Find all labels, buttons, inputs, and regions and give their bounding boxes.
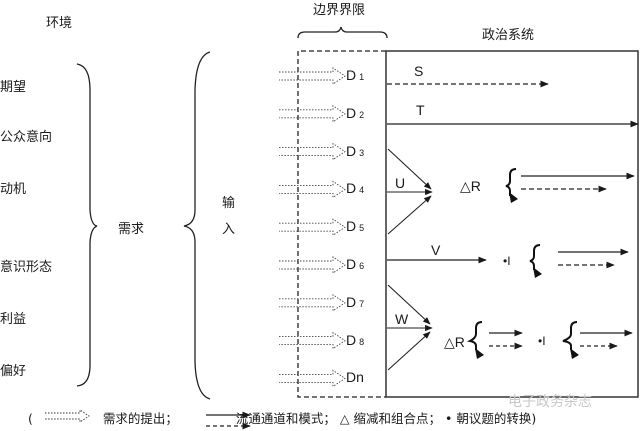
demand-input-arrow xyxy=(279,180,346,199)
demand-label-subscript: 8 xyxy=(359,336,365,347)
boundary-heading: 边界界限 xyxy=(313,3,366,18)
demand-input-arrow xyxy=(279,256,346,274)
env-item: 期望 xyxy=(0,80,27,95)
demand-label: 需求 xyxy=(118,222,145,237)
channel-w-label: W xyxy=(395,311,409,327)
demand-label-subscript: 7 xyxy=(359,298,365,309)
demand-label-subscript: 3 xyxy=(359,147,365,158)
legend-reduction: 缩减和组合点； xyxy=(353,411,441,426)
legend-hollow-arrow-icon xyxy=(45,409,90,423)
demand-label: Dn xyxy=(346,369,364,385)
channel-u-arrow xyxy=(387,195,432,235)
env-item: 公众意向 xyxy=(0,130,53,145)
input-label-2: 入 xyxy=(222,222,236,237)
reduction-label-w: △R xyxy=(444,334,465,350)
legend-demand-input: 需求的提出； xyxy=(102,411,178,426)
split-brace xyxy=(466,321,483,350)
input-label-1: 输 xyxy=(222,196,236,211)
demand-label-subscript: 4 xyxy=(359,185,365,196)
split-brace xyxy=(529,244,541,270)
demand-label-base: D xyxy=(346,104,357,121)
demand-arrows xyxy=(279,67,346,388)
demand-label-base: D xyxy=(346,67,357,83)
demand-input-arrow xyxy=(279,293,346,312)
demand-label-base: D xyxy=(346,293,357,310)
channel-w-arrow xyxy=(387,284,431,325)
issue-label-w: •I xyxy=(538,334,546,348)
legend-channels: 流通通道和模式； xyxy=(235,411,336,426)
env-item: 意识形态 xyxy=(0,260,53,275)
channel-u-arrow xyxy=(387,148,432,190)
env-item: 动机 xyxy=(0,182,27,197)
legend: ( 需求的提出； 流通通道和模式； △ 缩减和组合点； • 朝议题的转换) xyxy=(28,408,536,427)
environment-heading: 环境 xyxy=(46,16,73,31)
political-system-heading: 政治系统 xyxy=(482,28,535,43)
demand-input-arrow xyxy=(279,369,346,388)
demand-label-base: D xyxy=(346,180,357,197)
demand-label-subscript: 6 xyxy=(359,261,365,271)
boundary-brace xyxy=(297,26,388,39)
demand-input-arrow xyxy=(279,218,346,237)
demand-brace xyxy=(76,63,98,387)
legend-reduction-symbol: △ xyxy=(339,411,350,426)
channel-w-arrow xyxy=(387,331,431,371)
demand-label-base: D xyxy=(346,256,357,272)
political-system-box xyxy=(385,50,639,398)
input-brace xyxy=(183,51,211,400)
demand-label-subscript: 2 xyxy=(359,109,365,120)
demand-input-arrow xyxy=(279,142,346,161)
demand-input-arrow xyxy=(279,67,346,85)
channel-t-label: T xyxy=(416,102,425,118)
legend-issue: 朝议题的转换 xyxy=(456,411,532,426)
legend-close-paren: ) xyxy=(531,411,537,426)
split-brace xyxy=(505,168,517,196)
channel-s-label: S xyxy=(414,63,424,79)
demand-label-subscript: 1 xyxy=(359,72,365,82)
channel-v-label: V xyxy=(431,242,441,258)
legend-issue-symbol: • xyxy=(444,411,453,426)
demand-label-base: Dn xyxy=(346,369,364,386)
demand-label-base: D xyxy=(346,218,357,235)
issue-label-v: •I xyxy=(503,254,511,268)
env-item: 利益 xyxy=(0,312,27,327)
boundary-box xyxy=(297,50,386,398)
demand-label-subscript: 5 xyxy=(359,223,365,234)
split-brace xyxy=(562,321,578,350)
demand-label-base: D xyxy=(346,142,357,159)
demand-label-base: D xyxy=(346,331,357,348)
legend-open-paren: ( xyxy=(28,411,33,426)
demand-input-arrow xyxy=(279,331,346,350)
demand-input-arrow xyxy=(279,104,346,123)
channel-u-label: U xyxy=(395,175,406,191)
reduction-label-u: △R xyxy=(460,178,481,194)
env-item: 偏好 xyxy=(0,364,27,379)
watermark: 电子政务杂志 xyxy=(508,394,592,410)
